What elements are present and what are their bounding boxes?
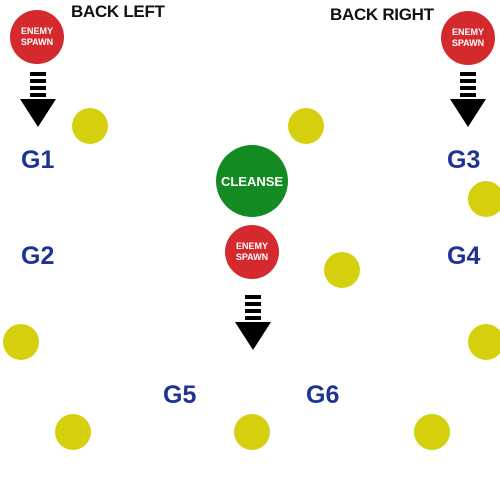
yellow-marker [468,181,500,217]
enemy-spawn-back-right: ENEMY SPAWN [441,11,495,65]
group-label-g5: G5 [163,381,197,409]
down-arrow-icon [235,295,271,350]
back-right-label: BACK RIGHT [330,5,434,24]
group-label-g6: G6 [306,381,340,409]
yellow-marker [234,414,270,450]
back-left-label: BACK LEFT [71,2,165,21]
yellow-marker [55,414,91,450]
yellow-marker [414,414,450,450]
yellow-marker [468,324,500,360]
group-label-g3: G3 [447,146,481,174]
cleanse-circle: CLEANSE [216,145,288,217]
down-arrow-icon [450,72,486,127]
yellow-marker [3,324,39,360]
enemy-spawn-center: ENEMY SPAWN [225,225,279,279]
enemy-spawn-back-left: ENEMY SPAWN [10,10,64,64]
down-arrow-icon [20,72,56,127]
yellow-marker [288,108,324,144]
yellow-marker [72,108,108,144]
group-label-g4: G4 [447,242,481,270]
group-label-g2: G2 [21,242,55,270]
yellow-marker [324,252,360,288]
group-label-g1: G1 [21,146,55,174]
